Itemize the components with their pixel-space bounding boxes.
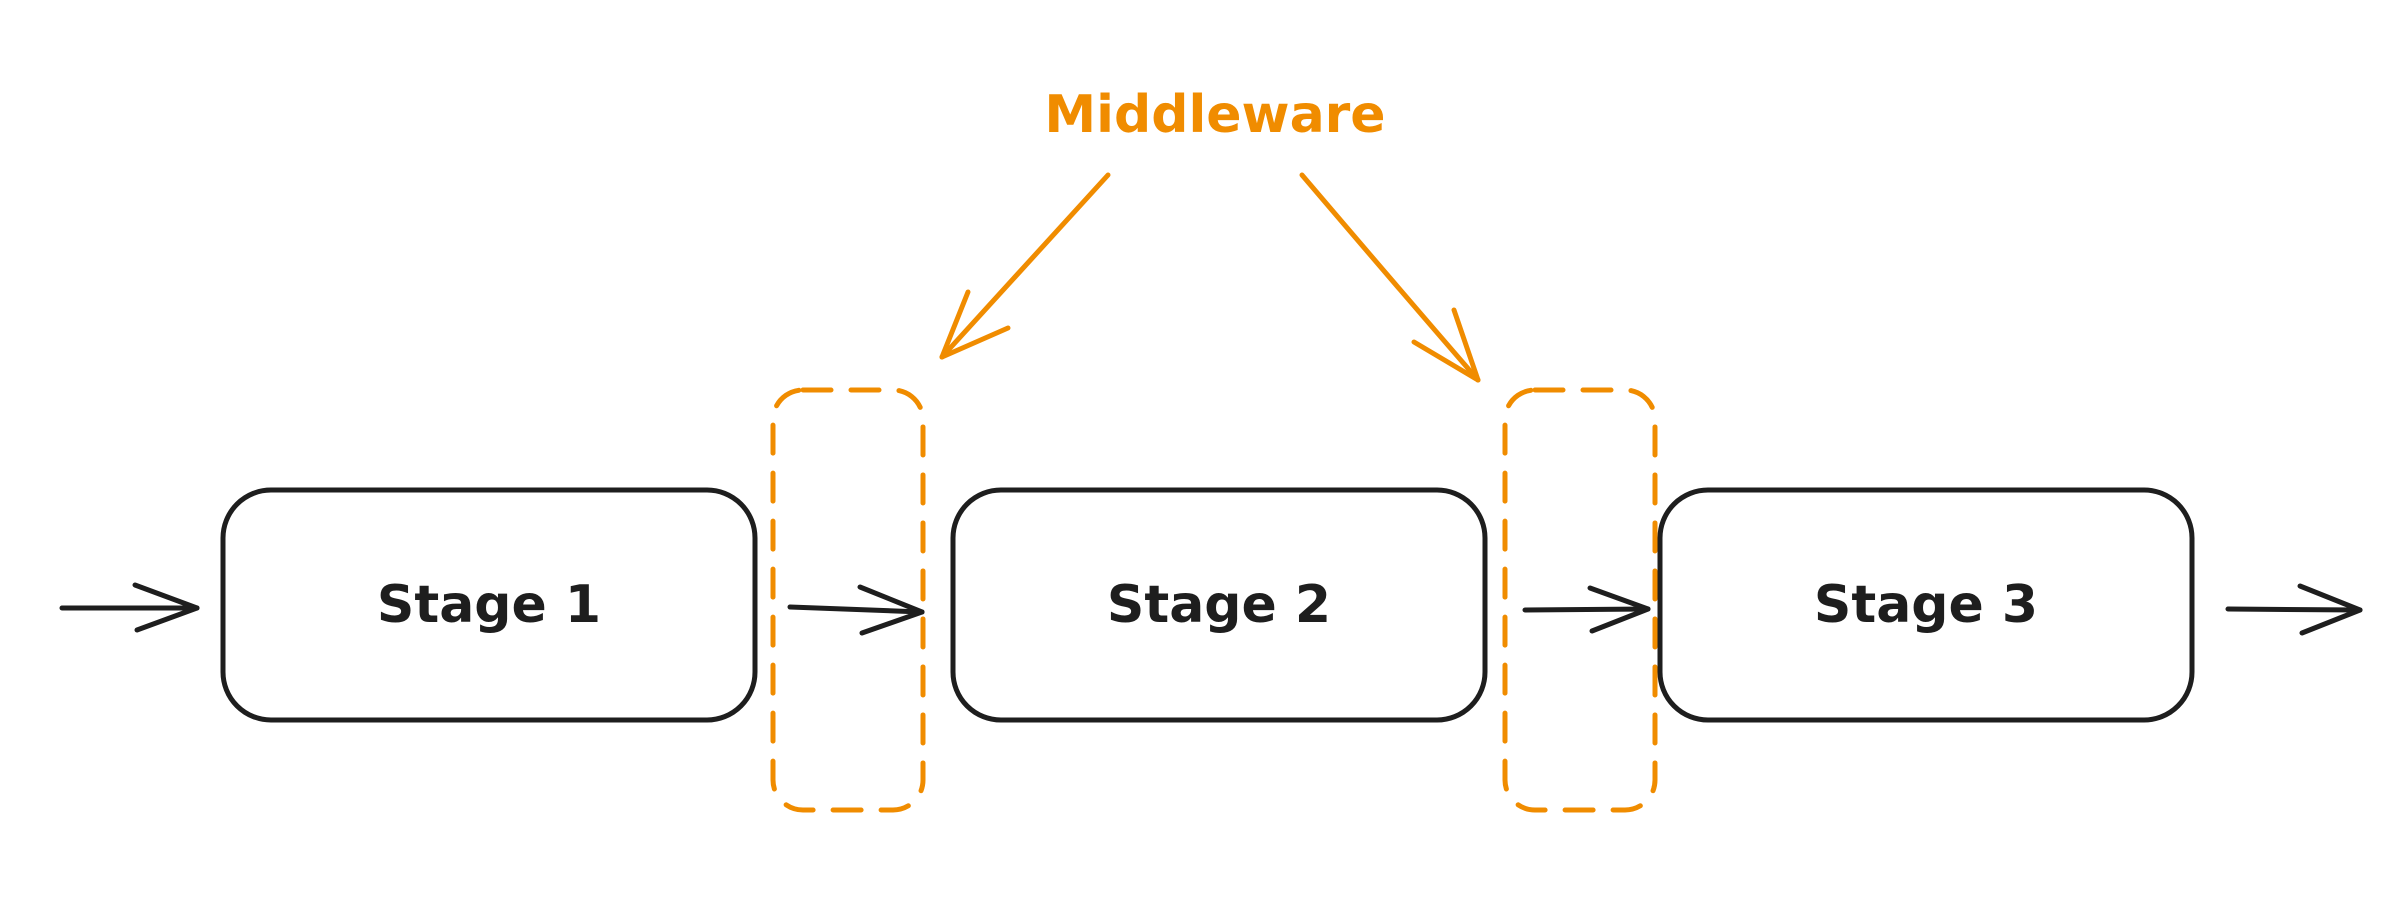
stage-2-label: Stage 2 <box>1107 575 1331 635</box>
middleware-label: Middleware <box>1044 85 1385 145</box>
arrow-stage2-to-stage3 <box>1522 585 1651 634</box>
middleware-box-2 <box>1502 387 1658 813</box>
output-arrow <box>2225 583 2363 636</box>
arrow-stage1-to-stage2 <box>787 584 925 636</box>
stage-2-box: Stage 2 <box>950 487 1488 723</box>
middleware-arrow-left <box>939 172 1111 360</box>
stage-1-label: Stage 1 <box>377 575 601 635</box>
stage-1-box: Stage 1 <box>220 487 758 723</box>
middleware-box-1 <box>770 387 926 813</box>
stage-3-label: Stage 3 <box>1814 575 2038 635</box>
middleware-arrow-right <box>1299 172 1481 383</box>
input-arrow <box>59 582 200 633</box>
stage-3-box: Stage 3 <box>1657 487 2195 723</box>
